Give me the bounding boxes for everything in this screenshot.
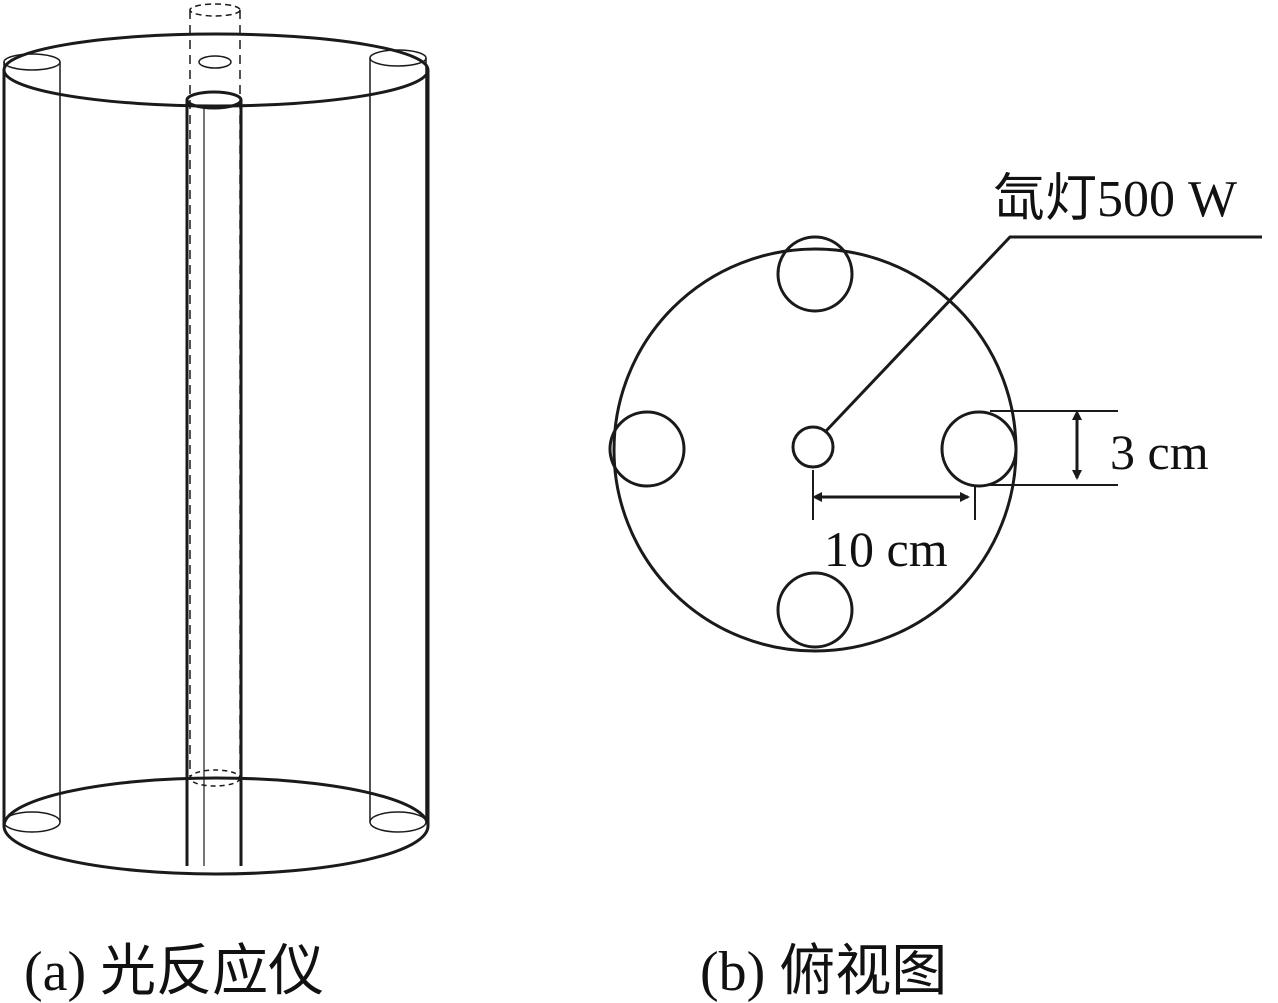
panel-b-caption: (b) 俯视图 (700, 941, 947, 1003)
tube-diameter-label: 3 cm (1110, 424, 1209, 480)
reactor-3d-view (2, 3, 430, 876)
back-tube-top (189, 3, 241, 17)
back-tube-opening (198, 55, 232, 69)
top-view-lamp-circle (791, 425, 835, 469)
outer-cylinder-top (2, 32, 430, 108)
reactor-top-view (608, 235, 1262, 653)
panel-a-caption: (a) 光反应仪 (24, 941, 324, 1003)
top-view-tube-right (940, 410, 1018, 488)
top-view-tube-left (608, 410, 686, 488)
top-view-tube-top (776, 235, 854, 313)
left-tube-top (3, 53, 61, 71)
outer-cylinder-bottom (2, 776, 430, 876)
top-view-tube-bottom (776, 571, 854, 649)
right-tube-bottom (369, 811, 427, 833)
left-tube-bottom (3, 811, 61, 833)
distance-label: 10 cm (824, 521, 948, 577)
top-view-outer-circle (612, 247, 1018, 653)
lamp-label: 氙灯500 W (993, 171, 1237, 228)
lamp-leader-line (824, 235, 1262, 433)
